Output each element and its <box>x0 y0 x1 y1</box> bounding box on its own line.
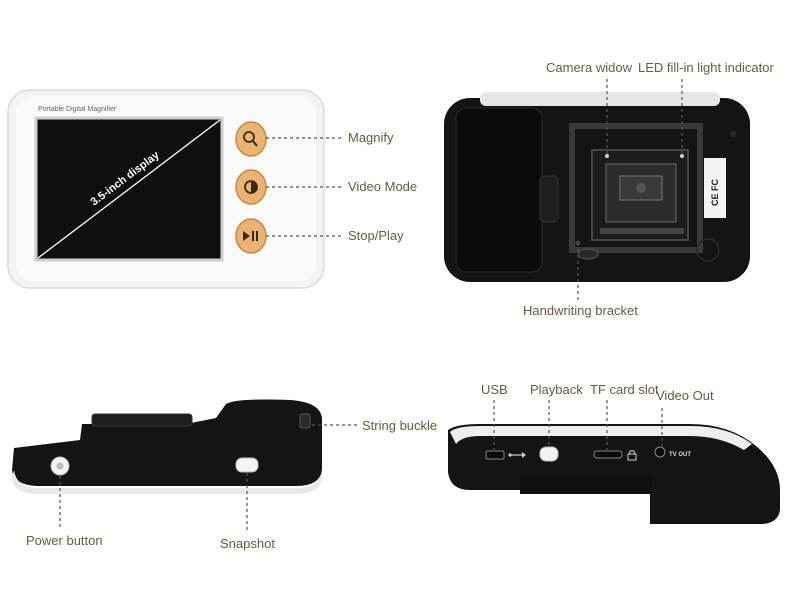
bottom-step <box>520 476 652 494</box>
handwriting-bracket-label: Handwriting bracket <box>523 303 638 318</box>
side-bracket <box>91 413 193 427</box>
cert-sticker <box>704 158 726 218</box>
tf-card-slot-label: TF card slot <box>590 382 659 397</box>
usb-port[interactable] <box>485 450 505 460</box>
playback-button[interactable] <box>539 446 559 462</box>
back-view: CE FC <box>444 79 750 300</box>
camera-lens-dot <box>636 183 646 193</box>
snapshot-button[interactable] <box>235 457 259 473</box>
video-mode-label: Video Mode <box>348 179 418 194</box>
tv-out-text: TV OUT <box>669 452 691 458</box>
brand-text: Portable Digital Magnifier <box>38 106 117 113</box>
stop-play-label: Stop/Play <box>348 228 404 243</box>
usb-label: USB <box>481 382 508 397</box>
video-out-label: Video Out <box>656 388 714 403</box>
handwriting-bracket <box>569 123 703 253</box>
side-view <box>12 399 360 533</box>
led-indicator-label: LED fill-in light indicator <box>638 60 774 75</box>
battery-cover <box>455 107 543 273</box>
video-mode-button[interactable] <box>235 169 267 205</box>
play-pause-icon <box>243 231 258 241</box>
sticker-text: CE FC <box>710 178 720 206</box>
camera-window-label: Camera widow <box>546 60 632 75</box>
playback-label: Playback <box>530 382 583 397</box>
camera-lens-area <box>605 163 677 223</box>
video-out-port[interactable] <box>654 446 666 458</box>
bracket-handle <box>577 248 599 260</box>
camera-dot-left <box>605 154 609 158</box>
back-top-edge <box>480 92 720 106</box>
led-indicator-dot <box>680 154 684 158</box>
magnify-button[interactable] <box>235 121 267 157</box>
side-device-base <box>12 470 322 494</box>
bottom-device-top-edge <box>450 426 752 450</box>
screen-diagonal <box>37 119 221 259</box>
power-button-label: Power button <box>26 533 103 548</box>
bottom-device-body <box>448 424 780 524</box>
front-view: Portable Digital Magnifier 3.5-inch disp… <box>7 89 342 289</box>
tf-card-slot[interactable] <box>593 450 623 459</box>
string-buckle <box>299 413 311 429</box>
magnify-label: Magnify <box>348 130 394 145</box>
camera-window-rail <box>600 228 684 234</box>
bracket-hinge <box>539 175 559 223</box>
speaker-grill <box>696 238 720 262</box>
string-buckle-label: String buckle <box>362 418 438 433</box>
stop-play-button[interactable] <box>235 218 267 254</box>
lock-icon <box>627 450 637 461</box>
magnifier-icon <box>243 131 255 143</box>
bottom-view: TV OUT <box>448 400 780 524</box>
usb-icon <box>508 452 526 458</box>
screw-hole <box>730 131 736 137</box>
snapshot-label: Snapshot <box>220 536 275 551</box>
